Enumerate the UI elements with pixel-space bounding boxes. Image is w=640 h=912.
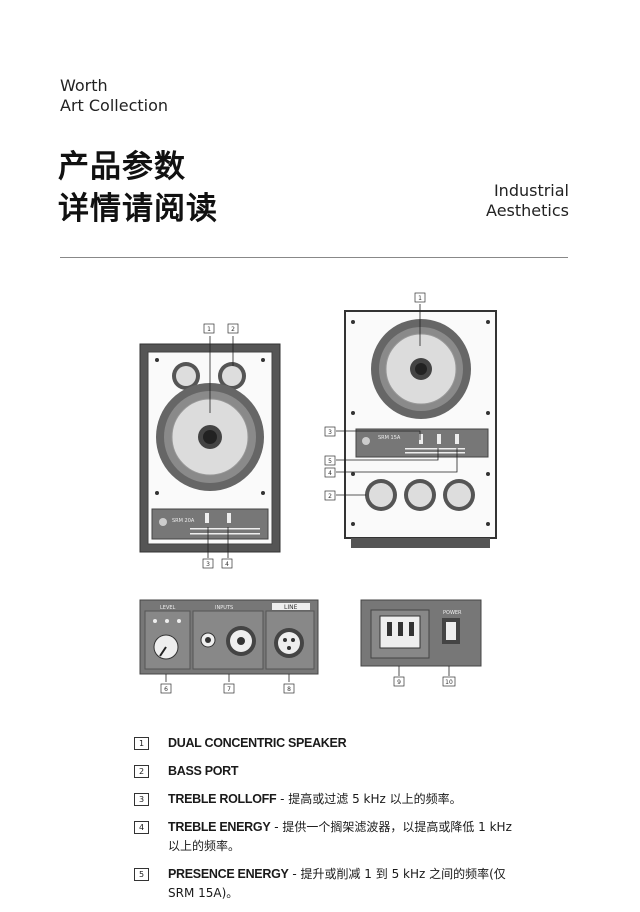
- callout-6: 6: [164, 686, 168, 693]
- rear-input-panel: LEVEL INPUTS LINE 6 7 8: [139, 599, 319, 694]
- large-speaker: SRM 15A 1 3 5 4 2: [324, 292, 497, 548]
- legend-name: TREBLE ENERGY: [168, 820, 271, 834]
- legend-desc: - 提升或削减 1 到 5 kHz 之间的频率(仅 SRM 15A)。: [168, 867, 506, 900]
- brand-name: Worth Art Collection: [60, 76, 168, 116]
- dual-concentric-speaker-icon: [156, 383, 264, 491]
- legend-number: 3: [134, 793, 149, 806]
- legend-item: 5 PRESENCE ENERGY - 提升或削减 1 到 5 kHz 之间的频…: [134, 865, 514, 903]
- bass-port-icon: [365, 479, 475, 511]
- panel-level-label: LEVEL: [160, 605, 176, 611]
- legend-number: 5: [134, 868, 149, 881]
- callout-side-3: 3: [328, 429, 332, 436]
- legend-item: 3 TREBLE ROLLOFF - 提高或过滤 5 kHz 以上的频率。: [134, 790, 514, 809]
- legend-desc: - 提高或过滤 5 kHz 以上的频率。: [276, 792, 462, 806]
- callout-front-3: 3: [206, 561, 210, 568]
- callout-side-4: 4: [328, 470, 332, 477]
- legend-number: 1: [134, 737, 149, 750]
- xlr-line-output-icon: [274, 628, 304, 658]
- callout-front-4: 4: [225, 561, 229, 568]
- level-knob-icon: [153, 634, 179, 660]
- callout-front-1: 1: [207, 326, 211, 333]
- legend-name: PRESENCE ENERGY: [168, 867, 289, 881]
- title-line-1: 产品参数: [58, 149, 186, 185]
- legend-number: 2: [134, 765, 149, 778]
- callout-side-5: 5: [328, 458, 332, 465]
- legend-name: TREBLE ROLLOFF: [168, 792, 277, 806]
- callout-7: 7: [227, 686, 231, 693]
- legend-item: 1 DUAL CONCENTRIC SPEAKER: [134, 734, 514, 753]
- legend-name: DUAL CONCENTRIC SPEAKER: [168, 736, 347, 750]
- jack-input-icon: [200, 632, 216, 648]
- legend-item: 2 BASS PORT: [134, 762, 514, 781]
- legend-item: 4 TREBLE ENERGY - 提供一个搁架滤波器，以提高或降低 1 kHz…: [134, 818, 514, 856]
- power-panel: POWER 9 10: [360, 599, 482, 687]
- bass-port-icon: [172, 362, 246, 390]
- feature-legend: 1 DUAL CONCENTRIC SPEAKER 2 BASS PORT 3 …: [134, 734, 514, 912]
- xlr-combo-input-icon: [226, 626, 256, 656]
- callout-side-1: 1: [418, 295, 422, 302]
- dual-concentric-speaker-icon: [371, 319, 471, 419]
- tagline-line-1: Industrial: [493, 181, 569, 200]
- brand-line-2: Art Collection: [60, 96, 169, 115]
- legend-name: BASS PORT: [168, 764, 239, 778]
- tagline: Industrial Aesthetics: [486, 181, 569, 221]
- page-title: 产品参数 详情请阅读: [58, 146, 218, 230]
- callout-side-2: 2: [328, 493, 332, 500]
- panel-line-label: LINE: [284, 604, 298, 611]
- legend-number: 4: [134, 821, 149, 834]
- power-socket-icon: [370, 609, 430, 659]
- front-speaker: SRM 20A 1 2 3 4: [139, 323, 281, 569]
- power-switch-icon: [442, 618, 460, 644]
- panel-inputs-label: INPUTS: [215, 605, 233, 611]
- brand-line-1: Worth: [60, 76, 108, 95]
- panel-power-label: POWER: [443, 610, 462, 616]
- legend-desc: - 提供一个搁架滤波器，以提高或降低 1 kHz 以上的频率。: [168, 820, 512, 853]
- callout-8: 8: [287, 686, 291, 693]
- model-label-large: SRM 15A: [378, 435, 401, 441]
- callout-front-2: 2: [231, 326, 235, 333]
- callout-10: 10: [445, 679, 453, 686]
- tagline-line-2: Aesthetics: [486, 201, 569, 220]
- model-label: SRM 20A: [172, 518, 195, 524]
- callout-9: 9: [397, 679, 401, 686]
- divider: [60, 257, 568, 258]
- title-line-2: 详情请阅读: [58, 191, 218, 227]
- speaker-diagram: SRM 20A 1 2 3 4: [139, 292, 497, 694]
